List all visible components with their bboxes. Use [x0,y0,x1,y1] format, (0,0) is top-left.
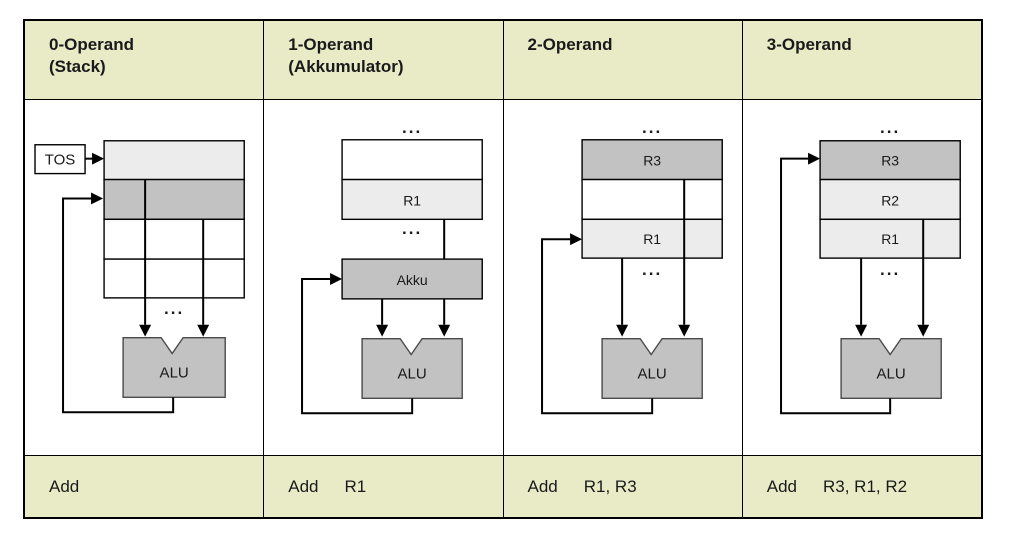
operand-r3-arrowhead-icon [677,324,690,337]
tos-box [34,144,86,175]
instruction-row: Add R3, R1, R2 [742,455,981,517]
instruction-row: Add R1 [264,455,503,517]
register-row-2 [580,178,723,221]
instruction-row: Add [25,455,264,517]
column-header: 2-Operand [503,21,742,100]
register-row-r2 [819,178,961,221]
tos-arrowhead-icon [92,152,105,165]
instruction-mnemonic: Add [288,476,319,496]
instruction-mnemonic: Add [766,476,797,496]
operand-arrowhead-icon [438,324,451,337]
register-label-r2: R2 [881,192,899,208]
header-line1: 2-Operand [527,35,613,54]
operand-r2-arrowhead-icon [916,324,929,337]
two-operand-diagram-svg: ... R3 R1 ... ALU [540,118,723,415]
alu-label: ALU [160,364,189,381]
register-row-2 [341,178,484,221]
column-1-operand-akkumulator: 1-Operand (Akkumulator) ... R1 ... Akku … [264,21,504,517]
ellipsis-middle: ... [402,219,422,238]
alu-shape [840,337,942,400]
alu-shape [361,337,464,400]
register-row-r1 [819,218,961,259]
ellipsis-bottom: ... [880,260,900,279]
instruction-operands: R1 [344,476,367,496]
register-row-r1 [580,218,723,259]
alu-label: ALU [398,365,427,382]
alu-label: ALU [637,365,666,382]
header-line2: (Akkumulator) [288,57,404,76]
header-line1: 0-Operand [49,35,135,54]
column-header: 3-Operand [742,21,981,100]
column-header: 0-Operand (Stack) [25,21,264,100]
instruction-mnemonic: Add [49,476,80,496]
ellipsis-bottom: ... [642,260,662,279]
akku-arrowhead-icon [376,324,389,337]
alu-label: ALU [876,365,905,382]
stack-diagram-svg: TOS ... ALU [34,140,245,414]
register-row-r3 [580,139,723,181]
operand2-arrowhead-icon [197,324,210,337]
tos-label: TOS [45,152,76,169]
akku-label: Akku [397,272,428,288]
stack-row-3 [103,218,245,260]
register-row-1 [341,139,484,181]
alu-feedback-line [779,157,891,415]
operand-r1-arrowhead-icon [854,324,867,337]
column-header: 1-Operand (Akkumulator) [264,21,503,100]
column-3-operand: 3-Operand ... R3 R2 R1 ... ALU [742,21,981,517]
ellipsis-bottom: ... [164,299,184,318]
diagram-2-operand: ... R3 R1 ... ALU [503,100,742,455]
header-line1: 1-Operand [288,35,374,54]
instruction-operands: R3, R1, R2 [823,476,908,496]
register-label-r3: R3 [881,153,899,169]
alu-feedback-line [540,238,653,415]
alu-feedback-line [62,197,175,414]
register-label-r3: R3 [643,153,661,169]
register-row-r3 [819,140,961,181]
three-operand-diagram-svg: ... R3 R2 R1 ... ALU [779,118,961,415]
register-label-r1: R1 [643,231,661,247]
alu-shape [600,337,703,400]
operand-r1-arrowhead-icon [615,324,628,337]
stack-row-2 [103,178,245,221]
feedback-arrowhead-icon [569,233,582,246]
ellipsis-top: ... [642,118,662,137]
akkumulator-diagram-svg: ... R1 ... Akku ALU [301,118,484,415]
header-line1: 3-Operand [766,35,852,54]
instruction-operands: R1, R3 [583,476,637,496]
diagram-stack: TOS ... ALU [25,100,264,455]
column-0-operand-stack: 0-Operand (Stack) TOS ... ALU [25,21,265,517]
alu-feedback-line [301,277,414,415]
ellipsis-top: ... [402,118,422,137]
ellipsis-top: ... [880,118,900,137]
operand1-arrowhead-icon [139,324,152,337]
stack-row-4 [103,258,245,299]
register-label-r1: R1 [881,231,899,247]
feedback-arrowhead-icon [91,192,104,205]
alu-shape [122,336,226,399]
feedback-arrowhead-icon [330,273,343,285]
column-2-operand: 2-Operand ... R3 R1 ... ALU [503,21,743,517]
instruction-row: Add R1, R3 [503,455,742,517]
operand-architecture-table: 0-Operand (Stack) TOS ... ALU [23,19,983,519]
header-line2: (Stack) [49,57,106,76]
register-label-r1: R1 [403,192,421,208]
instruction-mnemonic: Add [527,476,558,496]
diagram-3-operand: ... R3 R2 R1 ... ALU [742,100,981,455]
diagram-akkumulator: ... R1 ... Akku ALU [264,100,503,455]
akku-box [341,258,484,300]
feedback-arrowhead-icon [807,152,820,165]
stack-row-1-tos [103,140,245,181]
